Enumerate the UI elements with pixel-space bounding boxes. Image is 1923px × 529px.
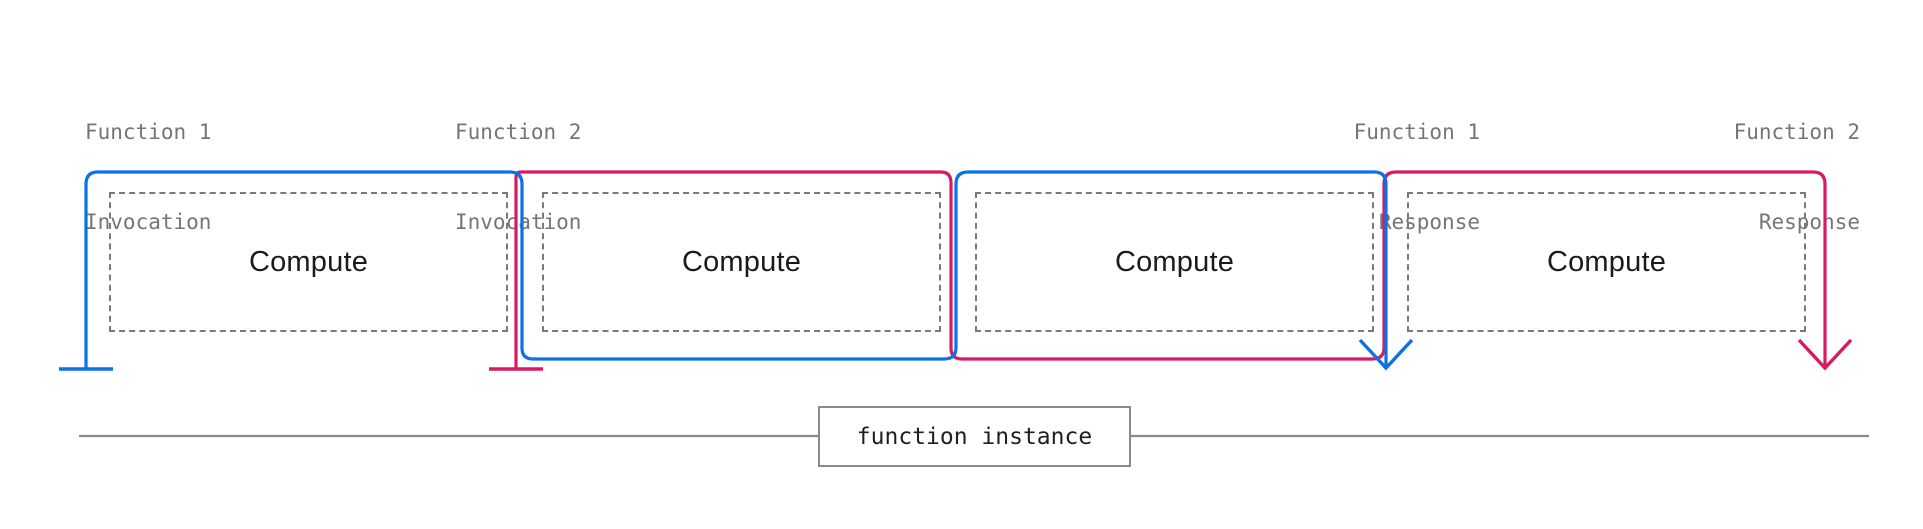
compute-label: Compute [1114,245,1235,278]
function-instance-box: function instance [818,406,1131,467]
label-line-2: Invocation [85,210,212,234]
fn1-block1-wrap [509,170,944,361]
compute-label: Compute [1546,245,1667,278]
label-line-2: Invocation [455,210,582,234]
compute-block-1: Compute [109,192,508,332]
label-function2-response: Function 2 Response [1450,57,1860,297]
fn2-block4-top [1371,170,1827,366]
compute-label: Compute [681,245,802,278]
label-function1-response: Function 1 Response [1040,57,1480,297]
label-line-2: Response [1758,210,1860,234]
compute-block-2: Compute [542,192,941,332]
label-line-1: Function 1 [1353,120,1480,144]
label-line-1: Function 2 [455,120,582,144]
fn1-response-arrowhead [1358,338,1414,371]
function-instance-label: function instance [856,423,1093,450]
fn1-invocation-stem [84,170,510,370]
label-function1-invocation: Function 1 Invocation [85,57,385,297]
label-line-2: Response [1378,210,1480,234]
label-function2-invocation: Function 2 Invocation [455,57,755,297]
fn2-response-arrowhead [1797,338,1853,371]
label-line-1: Function 1 [85,120,212,144]
fn1-block3-top [943,170,1388,366]
compute-label: Compute [248,245,369,278]
label-line-1: Function 2 [1733,120,1860,144]
fn2-block2-wrap [940,170,1372,361]
compute-block-3: Compute [975,192,1374,332]
compute-block-4: Compute [1407,192,1806,332]
